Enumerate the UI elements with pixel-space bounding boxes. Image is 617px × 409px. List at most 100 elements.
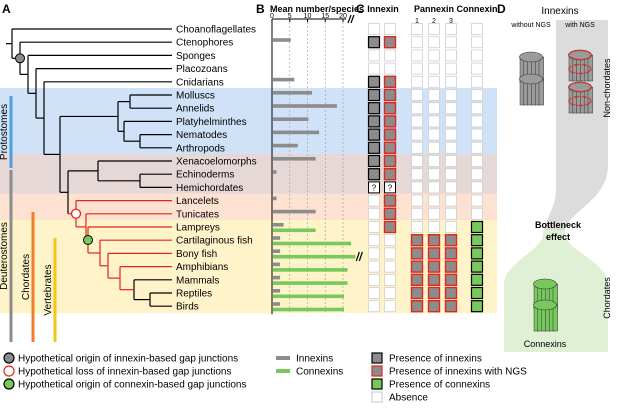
presence-cell <box>428 23 440 35</box>
presence-cell <box>367 36 381 49</box>
channel-subunit <box>587 86 593 114</box>
x-tick-label: 0 <box>270 13 274 20</box>
presence-cell <box>368 181 380 194</box>
bar-connexins <box>273 254 356 259</box>
bar-connexins <box>273 228 316 233</box>
presence-cell <box>445 207 457 220</box>
presence-cell <box>384 181 396 194</box>
channel-top <box>519 73 543 85</box>
taxon-label: Platyhelminthes <box>176 117 247 128</box>
bar-connexins <box>273 281 348 285</box>
presence-cell <box>445 102 457 115</box>
presence-cell <box>367 102 381 115</box>
presence-cell <box>411 128 423 141</box>
legend-c-label: Presence of innexins <box>389 354 482 365</box>
presence-cell <box>444 233 458 247</box>
taxon-label: Xenacoelomorphs <box>176 157 257 168</box>
presence-cell <box>471 128 483 141</box>
presence-cell <box>470 234 484 247</box>
presence-cell <box>428 181 440 194</box>
presence-cell <box>383 207 397 221</box>
bar-innexins <box>273 223 284 227</box>
presence-cell <box>445 141 457 154</box>
presence-cell <box>384 234 396 247</box>
presence-cell <box>411 75 423 88</box>
presence-cell <box>384 273 396 286</box>
taxon-label: Cartilaginous fish <box>176 236 253 247</box>
presence-cell <box>368 300 380 313</box>
presence-cell <box>383 220 397 234</box>
taxon-label: Bony fish <box>176 249 217 260</box>
connexin-origin-marker <box>83 234 93 245</box>
presence-cell <box>445 181 457 194</box>
pannexin-header: Pannexin <box>414 4 454 14</box>
x-tick-label: 20 <box>339 13 347 20</box>
presence-cell <box>383 101 397 115</box>
presence-cell <box>428 75 440 88</box>
bar-innexins <box>273 77 295 82</box>
presence-cell <box>383 88 397 102</box>
legend-b-label: Innexins <box>296 354 333 365</box>
axis-break-mark <box>347 14 352 24</box>
axis-break-mark <box>350 14 355 24</box>
presence-cell <box>428 89 440 101</box>
taxon-label: Cnidarians <box>176 77 224 88</box>
axis-break-mark <box>355 251 360 262</box>
pannexin-col-label: 1 <box>415 18 419 25</box>
presence-cell <box>428 102 440 115</box>
innexin-header: Innexin <box>367 4 399 14</box>
x-tick-label: 15 <box>321 13 329 20</box>
legend-c-label: Absence <box>389 393 428 404</box>
d-title-bg <box>520 5 600 17</box>
bar-innexins <box>273 289 281 293</box>
presence-cell <box>368 207 380 220</box>
non-chordates-label: Non-chordates <box>602 58 612 118</box>
legend-c-swatch <box>371 365 383 377</box>
channel-subunit <box>538 78 544 106</box>
legend-a-label: Hypothetical loss of innexin-based gap j… <box>18 367 231 378</box>
presence-cell <box>384 247 396 260</box>
with-ngs-label: with NGS <box>564 22 595 29</box>
connexin-header: Connexin <box>456 4 497 14</box>
presence-cell <box>445 36 457 49</box>
presence-cell <box>471 141 483 154</box>
bar-innexins <box>273 236 281 240</box>
legend-b-label: Connexins <box>296 367 343 378</box>
presence-cell <box>383 75 397 89</box>
presence-cell <box>411 23 423 35</box>
presence-cell <box>410 273 424 286</box>
x-tick-label: 10 <box>304 13 312 20</box>
presence-cell <box>410 260 424 273</box>
presence-cell <box>428 36 440 49</box>
deuterostomes-label: Deuterostomes <box>0 222 10 290</box>
presence-cell <box>445 221 457 233</box>
presence-cell <box>367 75 381 88</box>
taxon-label: Birds <box>176 302 199 313</box>
bottleneck-diagram: Innexins without NGS with NGS Non-chorda… <box>504 5 612 352</box>
panel-a-letter: A <box>2 2 11 16</box>
bottleneck-label-2: effect <box>546 232 570 242</box>
presence-cell <box>367 88 381 102</box>
legend-b-swatch <box>276 356 290 360</box>
presence-cell <box>444 273 458 286</box>
presence-cell <box>428 49 440 62</box>
presence-cell <box>470 300 484 313</box>
protostomes-label: Protostomes <box>0 104 10 160</box>
bar-innexins <box>273 196 277 201</box>
presence-cell <box>445 168 457 181</box>
taxon-label: Annelids <box>176 104 214 115</box>
taxon-label: Echinoderms <box>176 170 234 181</box>
chordates-label-d: Chordates <box>602 277 612 319</box>
taxon-label: Lampreys <box>176 223 220 234</box>
bar-innexins <box>273 262 281 267</box>
taxon-label: Hemichordates <box>176 183 243 194</box>
presence-cell <box>411 207 423 220</box>
bar-innexins <box>273 249 281 253</box>
presence-cell <box>470 247 484 260</box>
without-ngs-label: without NGS <box>510 22 551 29</box>
presence-cell <box>411 168 423 181</box>
